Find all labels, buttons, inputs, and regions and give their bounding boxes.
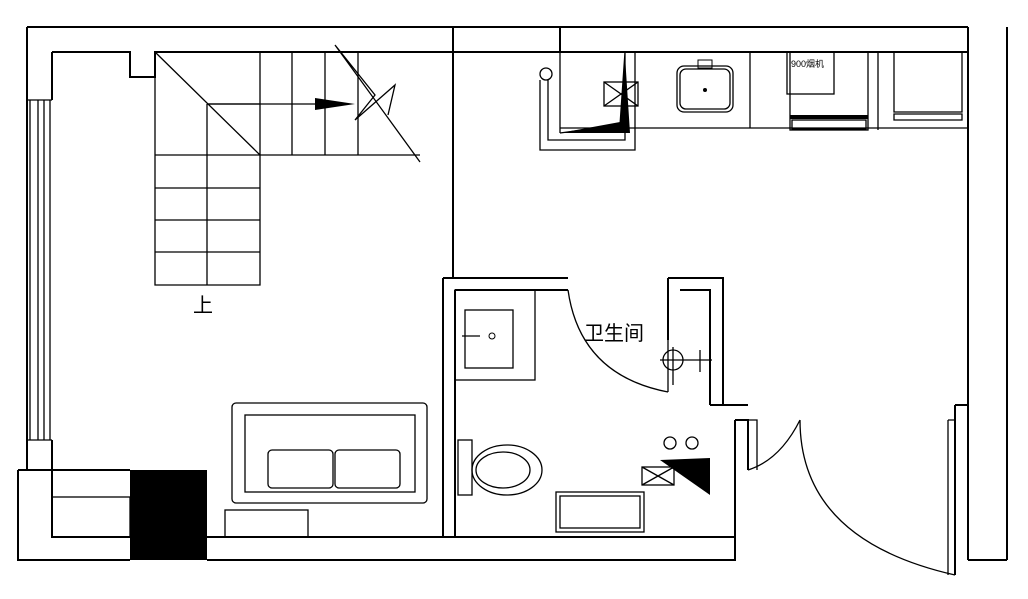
shower-valve-icon [660,347,712,385]
stair-arrow-icon [315,98,355,110]
fridge [877,52,963,130]
staircase: 上 [154,44,421,317]
pipe-icon [539,67,553,81]
range-hood-label: 900烟机 [791,58,824,69]
structural-column [130,470,207,560]
kitchen: 900烟机 [539,51,968,151]
shower-head-icon [685,436,699,450]
range-hood: 900烟机 [786,51,869,131]
toilet-icon [457,439,543,496]
sofa [231,402,428,504]
side-cabinet [51,496,131,538]
floor-drain-icon [603,81,639,107]
tv-cabinet [224,509,309,538]
bathroom-floor-drain-icon [641,466,675,486]
bath-cabinet [555,491,645,533]
washbasin-icon [454,289,536,381]
kitchen-sink-icon [676,59,734,113]
stairs-up-label: 上 [193,294,213,317]
shower-head-icon [663,436,677,450]
bathroom-label: 卫生间 [584,322,644,345]
bathroom: 卫生间 [442,277,724,537]
entrance-door [747,419,956,576]
left-window [27,99,52,441]
exterior-walls [17,26,1008,575]
